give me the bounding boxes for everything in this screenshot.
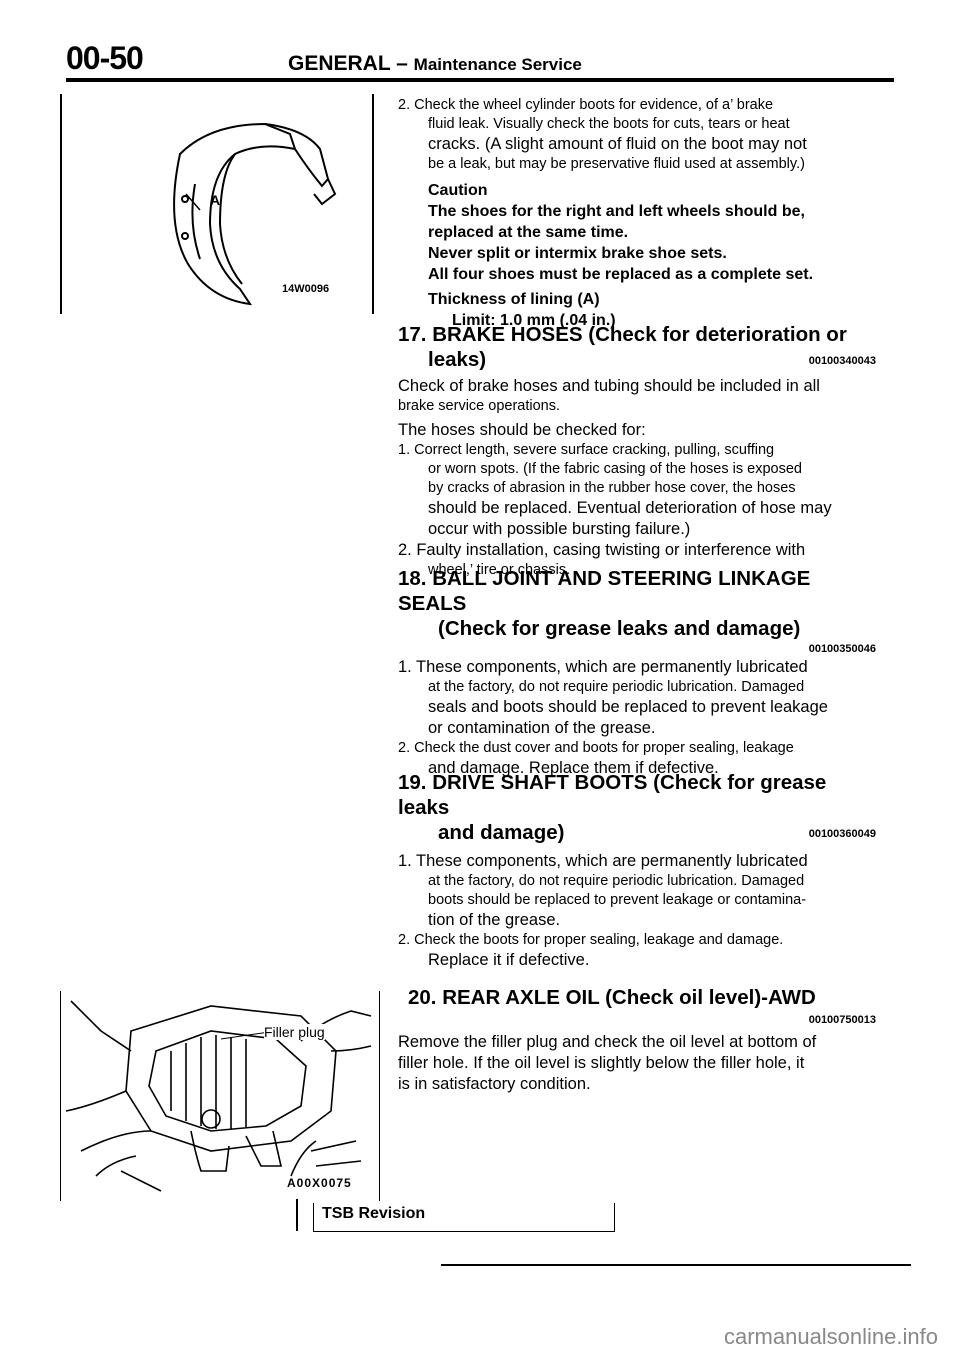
text-line: 2. Check the boots for proper sealing, l… [398, 932, 784, 948]
section-heading: 18. BALL JOINT AND STEERING LINKAGE SEAL… [398, 567, 811, 615]
caution-line: The shoes for the right and left wheels … [428, 203, 805, 220]
rear-axle-illustration [65, 1000, 372, 1192]
brake-shoe-illustration [173, 122, 337, 306]
section-code: 00100350046 [808, 643, 876, 655]
section-code: 00100750013 [808, 1014, 876, 1026]
section-code: 00100360049 [808, 828, 876, 840]
text-line: filler hole. If the oil level is slightl… [398, 1054, 805, 1072]
figure-code: A00X0075 [287, 1176, 352, 1190]
header-rule [66, 78, 894, 82]
figure-code: 14W0096 [282, 283, 330, 295]
text-line: occur with possible bursting failure.) [428, 520, 691, 538]
text-line: seals and boots should be replaced to pr… [428, 698, 828, 716]
text-line: or worn spots. (If the fabric casing of … [428, 461, 802, 477]
text-line: should be replaced. Eventual deteriorati… [428, 499, 832, 517]
page-number: 00-50 [66, 40, 144, 76]
text-line: is in satisfactory condition. [398, 1075, 591, 1093]
text-line: Remove the filler plug and check the oil… [398, 1033, 817, 1051]
text-line: tion of the grease. [428, 911, 561, 929]
section-heading: 20. REAR AXLE OIL (Check oil level)-AWD [408, 986, 816, 1009]
text-line: cracks. (A slight amount of fluid on the… [428, 135, 807, 153]
text-line: brake service operations. [398, 398, 560, 414]
text-line: by cracks of abrasion in the rubber hose… [428, 480, 796, 496]
bottom-rule [441, 1264, 911, 1266]
caution-line: replaced at the same time. [428, 224, 629, 241]
text-line: 2. Check the dust cover and boots for pr… [398, 740, 794, 756]
title-dash: – [396, 52, 408, 75]
section-code: 00100340043 [808, 355, 876, 367]
text-line: 2. Faulty installation, casing twisting … [398, 541, 806, 559]
section-heading: 17. BRAKE HOSES (Check for deterioration… [398, 323, 847, 346]
section-17: 17. BRAKE HOSES (Check for deterioration… [398, 322, 878, 580]
section-heading: and damage) [438, 821, 565, 844]
text-line: wheel,’ tire or chassis. [428, 562, 571, 578]
section-title: GENERAL [288, 52, 391, 75]
tsb-revision-box: TSB Revision [313, 1203, 615, 1232]
section-19: 19. DRIVE SHAFT BOOTS (Check for grease … [398, 770, 878, 971]
text-line: at the factory, do not require periodic … [428, 679, 805, 695]
tsb-revision-label: TSB Revision [322, 1205, 426, 1222]
text-line: and damage. Replace them if defective. [428, 759, 719, 777]
section-heading: (Check for grease leaks and damage) [438, 617, 801, 640]
brake-shoe-figure: A 14W0096 [60, 94, 374, 314]
section-heading: leaks) [428, 348, 487, 371]
section-subtitle: Maintenance Service [413, 55, 582, 74]
caution-line: All four shoes must be replaced as a com… [428, 266, 814, 283]
text-line: boots should be replaced to prevent leak… [428, 892, 807, 908]
tsb-left-rule [296, 1199, 298, 1231]
rear-axle-figure: Filler plug A00X0075 [60, 991, 380, 1201]
text-line: Replace it if defective. [428, 951, 590, 969]
text-line: 1. These components, which are permanent… [398, 852, 808, 870]
text-line: fluid leak. Visually check the boots for… [428, 116, 790, 132]
text-line: or contamination of the grease. [428, 719, 656, 737]
section-20: 20. REAR AXLE OIL (Check oil level)-AWD … [398, 985, 878, 1095]
section-heading: 19. DRIVE SHAFT BOOTS (Check for grease … [398, 771, 827, 819]
caution-line: Never split or intermix brake shoe sets. [428, 245, 727, 262]
text-line: at the factory, do not require periodic … [428, 873, 805, 889]
text-line: 2. Check the wheel cylinder boots for ev… [398, 97, 774, 113]
page-title: GENERAL – Maintenance Service [288, 52, 582, 76]
item-2-block: 2. Check the wheel cylinder boots for ev… [398, 96, 878, 331]
figure-label-a: A [210, 192, 221, 208]
caution-heading: Caution [428, 182, 488, 199]
spec-heading: Thickness of lining (A) [428, 291, 600, 308]
text-line: 1. Correct length, severe surface cracki… [398, 442, 775, 458]
section-18: 18. BALL JOINT AND STEERING LINKAGE SEAL… [398, 566, 878, 779]
filler-plug-label: Filler plug [264, 1024, 325, 1040]
spec-value: Limit: 1.0 mm (.04 in.) [452, 312, 616, 329]
text-line: be a leak, but may be preservative fluid… [428, 156, 805, 172]
footer-watermark: carmanualsonline.info [723, 1324, 938, 1349]
text-line: The hoses should be checked for: [398, 421, 646, 439]
text-line: 1. These components, which are permanent… [398, 658, 808, 676]
text-line: Check of brake hoses and tubing should b… [398, 377, 820, 395]
